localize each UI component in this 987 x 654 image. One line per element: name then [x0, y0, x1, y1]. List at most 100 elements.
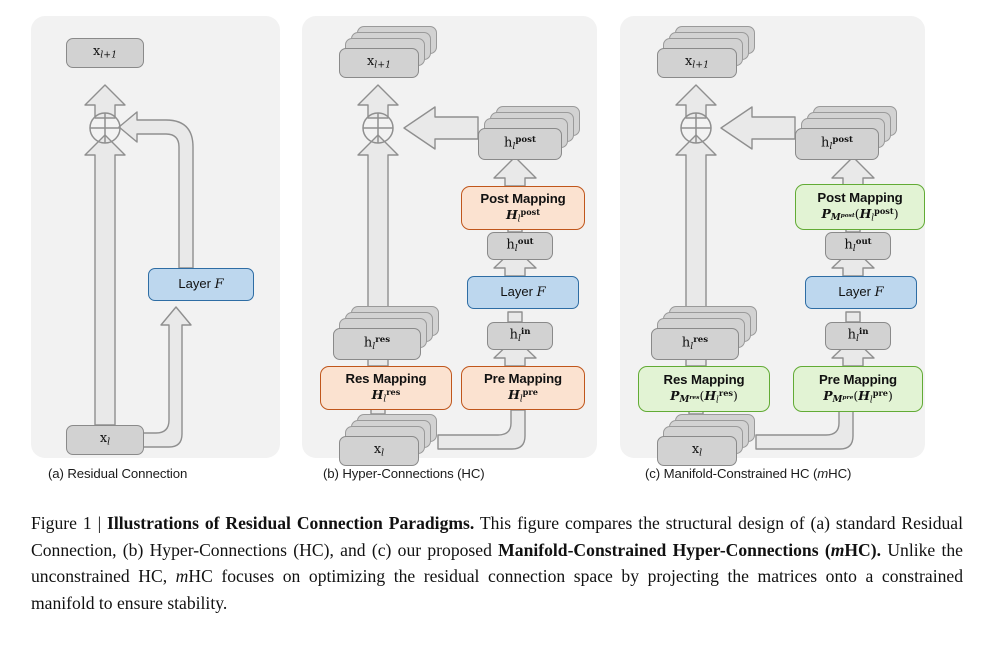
node-subscript: l [107, 436, 111, 448]
node-superscript: out [517, 236, 534, 247]
panel-c-caption-italic: m [817, 466, 829, 481]
node-x-out-b-stack: xl+1 [339, 26, 449, 78]
node-x-in-c: xl [657, 436, 737, 466]
node-math-H: H [505, 206, 518, 222]
node-superscript: post [874, 205, 894, 216]
node-subscript: l [517, 214, 521, 225]
node-title: Res Mapping [345, 370, 427, 386]
node-math-M: M [830, 213, 841, 224]
node-x-in-a: xl [66, 425, 144, 455]
figure-caption-title: Illustrations of Residual Connection Par… [107, 513, 475, 533]
node-title: Pre Mapping [483, 370, 563, 386]
panel-a-caption: (a) Residual Connection [48, 466, 188, 481]
node-subscript: l [829, 140, 833, 152]
node-superscript: res [386, 386, 401, 397]
node-math-P: P [670, 387, 680, 403]
node-layer-b: Layer F [467, 276, 579, 309]
node-pre-mapping-c: Pre Mapping PMpre(Hlpre) [793, 366, 923, 412]
node-superscript: in [858, 326, 869, 337]
node-post-mapping-c: Post Mapping PMpost(Hlpost) [795, 184, 925, 230]
node-x-out-b: xl+1 [339, 48, 419, 78]
node-h-res-c-stack: hlres [651, 306, 773, 360]
node-label: h [844, 237, 853, 253]
node-res-mapping-b: Res Mapping Hlres [320, 366, 452, 410]
figure-caption-bold-italic: m [830, 539, 845, 560]
panel-c-caption-prefix: (c) Manifold-Constrained HC ( [645, 466, 818, 481]
panel-c-caption-suffix: HC) [828, 466, 852, 481]
node-math-H: H [371, 386, 384, 402]
node-superscript: in [520, 326, 531, 337]
node-math-M: M [832, 395, 843, 406]
node-h-post-b: hlpost [478, 128, 562, 160]
node-math-P: P [823, 387, 833, 403]
node-label: x [92, 43, 101, 59]
node-h-res-b-stack: hlres [333, 306, 455, 360]
node-label: h [506, 237, 515, 253]
node-h-out-c: hlout [825, 232, 891, 260]
node-label: x [366, 53, 375, 69]
node-subscript: l [871, 213, 875, 224]
figure-caption-italic-m: m [175, 566, 189, 586]
node-math-symbol: F [874, 284, 884, 300]
node-label: h [509, 327, 518, 343]
figure-caption-body-2: Unlike the unconstrained HC, [31, 539, 963, 587]
node-superscript: res [693, 334, 709, 345]
node-title: Post Mapping [817, 189, 903, 205]
node-subscript: l [383, 394, 387, 405]
node-label: h [847, 327, 856, 343]
node-superscript: post [515, 134, 536, 145]
node-post-mapping-b: Post Mapping Hlpost [461, 186, 585, 230]
node-label: h [821, 135, 830, 151]
node-math-H: H [858, 387, 870, 403]
panel-c-caption: (c) Manifold-Constrained HC (mHC) [645, 466, 851, 486]
node-label: x [99, 430, 108, 446]
node-subscript: l [512, 140, 516, 152]
node-h-in-b: hlin [487, 322, 553, 350]
node-math-H: H [859, 205, 872, 221]
figure-caption-separator: | [97, 513, 102, 533]
node-h-post-c-stack: hlpost [795, 106, 913, 160]
figure-caption-body-3: HC focuses on optimizing the residual co… [31, 566, 964, 613]
node-layer-a: Layer F [148, 268, 254, 301]
node-title: Post Mapping [480, 190, 566, 206]
node-label: x [691, 441, 700, 457]
node-math-M: M [679, 395, 690, 406]
node-h-res-b: hlres [333, 328, 421, 360]
node-x-out-c-stack: xl+1 [657, 26, 767, 78]
node-x-out-a: xl+1 [66, 38, 144, 68]
node-superscript: res [375, 334, 391, 345]
node-superscript: res [718, 387, 734, 398]
node-superscript: post [520, 206, 541, 217]
node-h-out-b: hlout [487, 232, 553, 260]
figure-caption-bold-pre: Manifold-Constrained Hyper-Connections ( [498, 539, 831, 560]
node-subscript: l+1 [100, 49, 118, 61]
panel-a-residual-connection [31, 16, 280, 458]
node-math-H: H [704, 387, 717, 403]
node-math-symbol: F [536, 284, 546, 300]
figure-caption: Figure 1 | Illustrations of Residual Con… [31, 510, 963, 616]
node-subscript: l [381, 447, 385, 459]
node-math-H: H [508, 386, 520, 402]
node-label: Layer [178, 275, 211, 291]
node-subscript: l+1 [692, 59, 710, 71]
figure-caption-body-1: This figure compares the structural desi… [31, 513, 963, 560]
node-subscript: l [699, 447, 703, 459]
node-h-res-c: hlres [651, 328, 739, 360]
node-x-in-b-stack: xl [339, 414, 449, 466]
node-label: Layer [500, 283, 533, 299]
panel-b-caption: (b) Hyper-Connections (HC) [323, 466, 485, 481]
node-title: Res Mapping [663, 371, 745, 387]
node-superscript: pre [872, 387, 888, 398]
node-subscript: l+1 [374, 59, 392, 71]
node-layer-c: Layer F [805, 276, 917, 309]
node-manifold-superscript: post [840, 212, 855, 220]
node-manifold-superscript: pre [842, 394, 854, 402]
node-h-post-b-stack: hlpost [478, 106, 596, 160]
node-subscript: l [869, 395, 873, 406]
node-subscript: l [519, 394, 523, 405]
node-x-in-b: xl [339, 436, 419, 466]
node-res-mapping-c: Res Mapping PMres(Hlres) [638, 366, 770, 412]
node-math-symbol: F [214, 276, 224, 292]
node-label: x [684, 53, 693, 69]
